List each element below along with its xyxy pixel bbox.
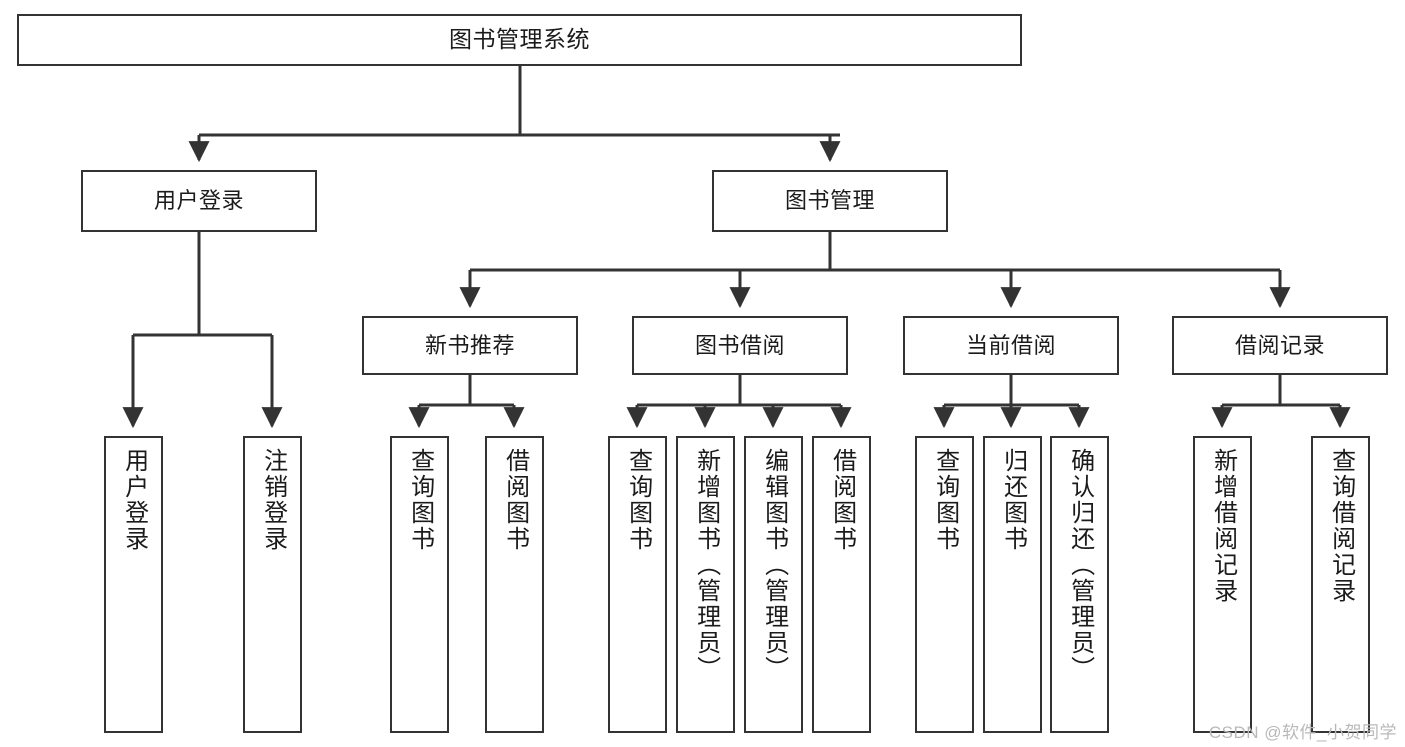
node-label: 借阅记录 <box>1234 332 1325 358</box>
node-label: 图书管理 <box>784 188 875 214</box>
leaf-current-confirm-return[interactable]: 确认归还（管理员） <box>1050 436 1109 733</box>
node-new-book-recommend[interactable]: 新书推荐 <box>362 316 578 375</box>
leaf-borrow-add-book[interactable]: 新增图书（管理员） <box>676 436 735 733</box>
node-label: 图书管理系统 <box>449 26 590 53</box>
node-label: 新增借阅记录 <box>1209 448 1237 604</box>
node-label: 新书推荐 <box>424 332 515 358</box>
node-label: 查询借阅记录 <box>1327 448 1355 604</box>
leaf-user-login[interactable]: 用户登录 <box>104 436 163 733</box>
node-label: 用户登录 <box>120 448 148 552</box>
node-borrow-record[interactable]: 借阅记录 <box>1172 316 1388 375</box>
node-root-system[interactable]: 图书管理系统 <box>17 14 1022 66</box>
leaf-new-book-borrow[interactable]: 借阅图书 <box>485 436 544 733</box>
leaf-new-book-query[interactable]: 查询图书 <box>390 436 449 733</box>
node-label: 编辑图书（管理员） <box>760 448 788 682</box>
node-label: 归还图书 <box>999 448 1027 552</box>
node-label: 新增图书（管理员） <box>692 448 720 682</box>
node-book-borrow[interactable]: 图书借阅 <box>632 316 848 375</box>
leaf-current-return-book[interactable]: 归还图书 <box>983 436 1042 733</box>
leaf-borrow-borrow-book[interactable]: 借阅图书 <box>812 436 871 733</box>
leaf-borrow-edit-book[interactable]: 编辑图书（管理员） <box>744 436 803 733</box>
node-label: 用户登录 <box>153 188 244 214</box>
leaf-borrow-query-book[interactable]: 查询图书 <box>608 436 667 733</box>
leaf-current-query-book[interactable]: 查询图书 <box>915 436 974 733</box>
leaf-record-query[interactable]: 查询借阅记录 <box>1311 436 1370 733</box>
node-label: 查询图书 <box>931 448 959 552</box>
node-label: 查询图书 <box>624 448 652 552</box>
node-user-login[interactable]: 用户登录 <box>81 170 317 232</box>
node-label: 借阅图书 <box>828 448 856 552</box>
node-label: 确认归还（管理员） <box>1066 448 1094 682</box>
node-label: 图书借阅 <box>694 332 785 358</box>
node-label: 借阅图书 <box>501 448 529 552</box>
node-label: 当前借阅 <box>965 332 1056 358</box>
node-label: 注销登录 <box>259 448 287 552</box>
node-book-management[interactable]: 图书管理 <box>712 170 948 232</box>
node-current-borrow[interactable]: 当前借阅 <box>903 316 1119 375</box>
node-label: 查询图书 <box>406 448 434 552</box>
leaf-logout[interactable]: 注销登录 <box>243 436 302 733</box>
leaf-record-add[interactable]: 新增借阅记录 <box>1193 436 1252 733</box>
